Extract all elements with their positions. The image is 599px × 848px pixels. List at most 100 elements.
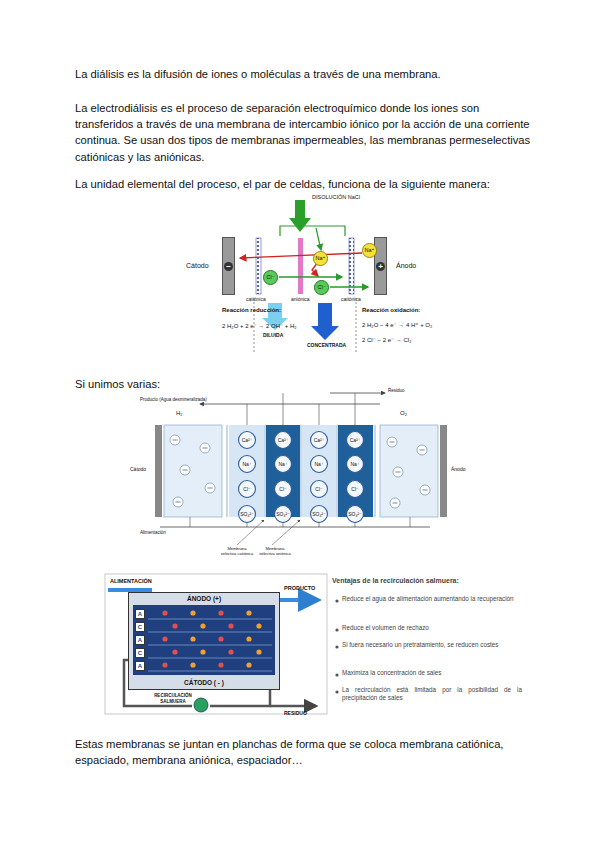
node-text: A	[138, 611, 142, 617]
list-item: Si fuera necesario un pretratamiento, se…	[342, 641, 522, 649]
node-text: Cl⁻	[317, 285, 325, 291]
list-item: Reduce el agua de alimentación aumentand…	[342, 595, 522, 603]
cell-tag: A	[135, 635, 145, 645]
bullet-dots	[335, 599, 338, 693]
electrode: +	[374, 237, 387, 295]
body-paragraph: Si unimos varias:	[75, 376, 375, 392]
ion-node: Cl⁻	[314, 280, 329, 295]
node-text: C	[138, 624, 142, 630]
node-text: Cl⁻	[315, 487, 322, 492]
ion-node: Cl⁻	[310, 480, 328, 498]
figure-label: Residuo	[388, 388, 405, 394]
concentrate-cell	[265, 425, 301, 517]
node-text: Cl⁻	[351, 487, 358, 492]
figure-label: Ánodo	[451, 466, 465, 472]
ion-node: Na⁺	[310, 455, 328, 473]
figure-label: catiónica	[246, 296, 266, 302]
figure-label: O₂	[400, 410, 407, 418]
figure-label: Producto (Agua desmineralizada)	[140, 397, 207, 403]
figure-label: RESIDUO	[284, 710, 307, 716]
figure-label: 2 H₂O + 2 e⁻ → 2 OH⁻ + H₂	[222, 323, 297, 331]
feed-split	[280, 226, 345, 236]
cell-tag: C	[135, 622, 145, 632]
product-line	[200, 404, 380, 405]
cathode-plate	[155, 425, 162, 517]
node-text: Na⁺	[242, 462, 251, 467]
concentrate-outlet	[311, 303, 339, 340]
ed-stack: ÁNODO (+)CÁTODO ( - )ACACA	[128, 592, 280, 690]
concentrate-cell	[337, 425, 373, 517]
figure-label: catiónica	[341, 296, 361, 302]
figure-label: Alimentación	[140, 530, 166, 536]
ion-node: Cl⁻	[346, 480, 364, 498]
pump	[194, 698, 208, 712]
ion-node: SO₄²⁻	[238, 505, 256, 523]
figure-frame	[105, 574, 327, 714]
node-text: Na⁺	[314, 462, 323, 467]
node-text: Na⁺	[365, 248, 375, 254]
node-text: Na⁺	[316, 256, 326, 262]
leader	[272, 520, 300, 545]
cation-membrane	[349, 238, 354, 294]
tap	[355, 393, 356, 425]
node-text: SO₄²⁻	[348, 512, 362, 517]
node-text: SO₄²⁻	[276, 512, 290, 517]
cation-membrane	[256, 238, 261, 294]
ion-node: Cl⁻	[274, 480, 292, 498]
node-text: Cl⁻	[279, 487, 286, 492]
cell-pair-figure	[240, 200, 368, 352]
tap	[319, 404, 320, 425]
cell-tag: C	[135, 648, 145, 658]
brine-pipe	[210, 690, 270, 706]
electrolyte-ions	[170, 435, 430, 508]
figure-label: Reacción reducción:	[222, 307, 281, 315]
ion-node: Cl⁻	[263, 270, 278, 285]
node-text: Ca²⁺	[242, 438, 253, 443]
anion-path	[279, 276, 342, 277]
figure-label: DISOLUCIÓN NaCl	[312, 194, 360, 201]
ion-node: Na⁺	[313, 251, 328, 266]
figure-label: 2 H₂O − 4 e⁻ → 4 H⁺ + O₂	[362, 322, 432, 330]
feed-taps	[190, 517, 410, 527]
electrode-footer: CÁTODO ( - )	[129, 680, 279, 687]
electrode-compartment	[164, 425, 222, 517]
membranes	[227, 425, 375, 517]
figure-label: Cátodo	[186, 262, 209, 271]
feed-branch	[316, 228, 321, 250]
ion-node: Ca²⁺	[238, 431, 256, 449]
body-paragraph: La electrodiálisis es el proceso de sepa…	[75, 100, 533, 165]
node-text: Cl⁻	[266, 275, 274, 281]
figure-label: Ventajas de la recirculación salmuera:	[332, 577, 522, 586]
stack-frame	[128, 592, 280, 690]
node-text: Cl⁻	[243, 487, 250, 492]
reject-pipe	[270, 705, 316, 708]
electrode-compartment	[380, 425, 438, 517]
node-text: A	[138, 663, 142, 669]
product-pipe	[280, 598, 318, 602]
figure-label: Reacción oxidación:	[362, 307, 420, 315]
ion-node: SO₄²⁻	[346, 505, 364, 523]
ion-node: Cl⁻	[238, 480, 256, 498]
feed-line	[160, 527, 430, 528]
figure-label: Ánodo	[396, 262, 416, 271]
ion-node: Na⁺	[274, 455, 292, 473]
list-item: Maximiza la concentración de sales	[342, 669, 522, 677]
stack-core	[133, 605, 275, 675]
ion-node: Na⁺	[238, 455, 256, 473]
list-item: Reduce el volumen de rechazo	[342, 624, 522, 632]
figure-label: H₂	[176, 410, 183, 418]
tap	[247, 404, 248, 425]
ion-node: SO₄²⁻	[310, 505, 328, 523]
node-text: Ca²⁺	[350, 438, 361, 443]
node-text: Ca²⁺	[314, 438, 325, 443]
figure-label: Membrana selectiva aniónica	[258, 546, 292, 556]
figure-label: ALIMENTACIÓN	[110, 578, 152, 585]
cation-path	[240, 253, 362, 258]
body-paragraph: Estas membranas se juntan en planchas de…	[75, 736, 535, 768]
electrode-heading: ÁNODO (+)	[129, 596, 279, 603]
leader	[237, 520, 264, 545]
cell-tag: A	[135, 661, 145, 671]
node-text: A	[138, 637, 142, 643]
anode-plate	[440, 425, 447, 517]
node-text: Na⁺	[278, 462, 287, 467]
